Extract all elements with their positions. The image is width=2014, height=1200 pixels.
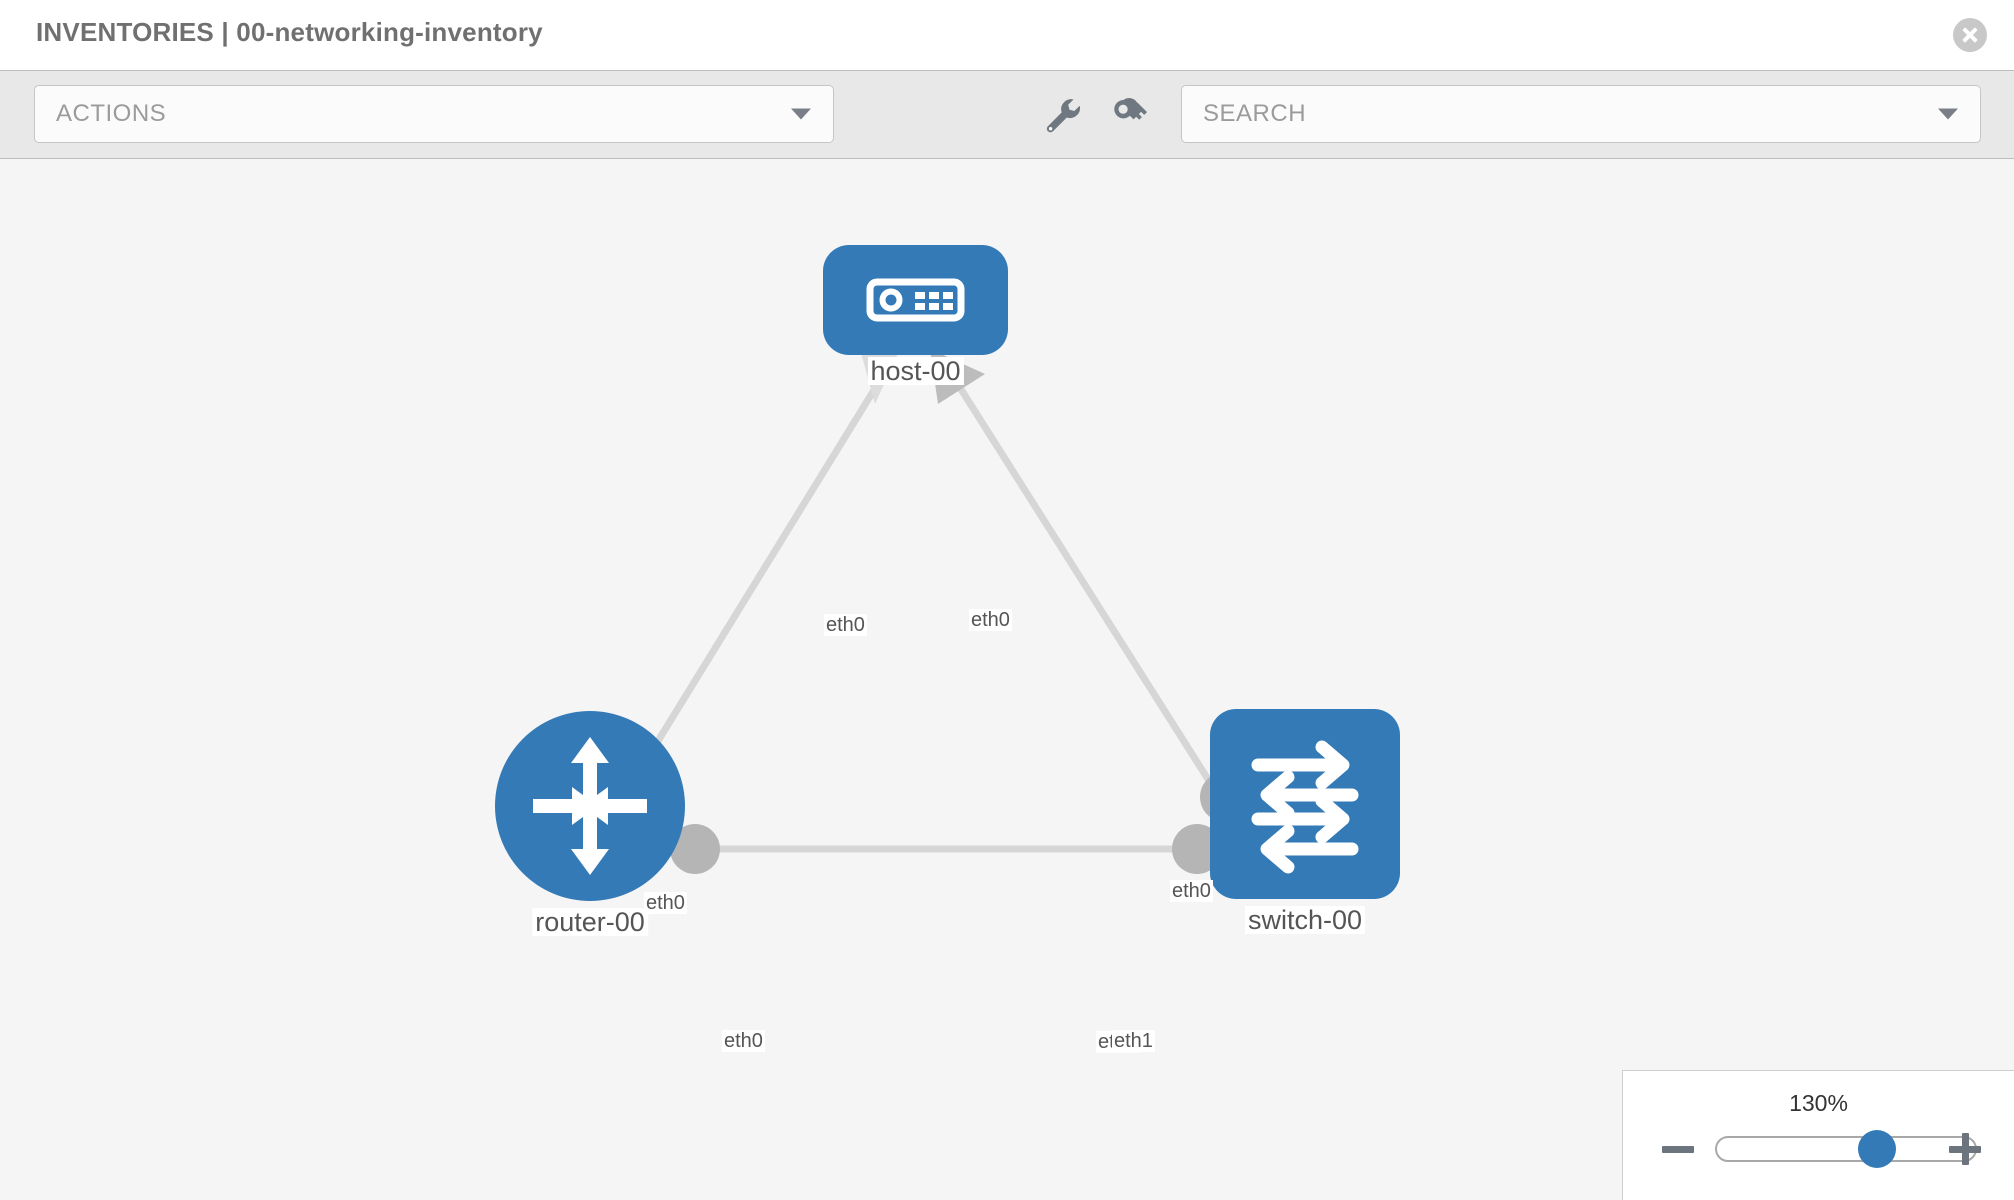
search-input-placeholder: SEARCH: [1203, 100, 1307, 127]
iface-label-host-left: eth0: [824, 614, 867, 636]
iface-label-switch-up: eth0: [1170, 880, 1213, 902]
topology-canvas[interactable]: host-00: [0, 159, 2014, 1200]
iface-label-host-right: eth0: [969, 609, 1012, 631]
node-switch-00[interactable]: switch-00: [1210, 709, 1400, 934]
node-switch-00-shape: [1210, 709, 1400, 899]
switch-arrows-icon: [1251, 740, 1359, 874]
zoom-level-value: 130%: [1789, 1090, 1848, 1116]
key-icon[interactable]: [1108, 93, 1152, 137]
router-arrows-icon: [533, 737, 647, 875]
close-icon[interactable]: [1953, 18, 1987, 52]
zoom-slider[interactable]: [1715, 1130, 1977, 1168]
node-router-00-shape: [495, 711, 685, 901]
iface-label-router-right: eth0: [722, 1030, 765, 1052]
actions-dropdown-label: ACTIONS: [56, 100, 167, 127]
chevron-down-icon: [1938, 108, 1958, 120]
actions-dropdown[interactable]: ACTIONS: [34, 85, 834, 143]
edge-host00-switch00: [942, 362, 1233, 816]
chevron-down-icon: [791, 108, 811, 120]
zoom-out-button[interactable]: [1662, 1133, 1694, 1165]
iface-label-switch-left: eth1: [1112, 1030, 1155, 1052]
iface-label-router-up: eth0: [644, 892, 687, 914]
node-router-00-label: router-00: [532, 908, 648, 936]
node-host-00-label: host-00: [867, 357, 964, 385]
server-icon: [866, 278, 965, 322]
toolbar: ACTIONS SEARCH: [0, 70, 2014, 159]
node-switch-00-label: switch-00: [1244, 906, 1366, 934]
page-header: INVENTORIES | 00-networking-inventory: [0, 0, 2014, 70]
page-title: INVENTORIES | 00-networking-inventory: [36, 17, 543, 47]
node-router-00[interactable]: router-00: [495, 711, 685, 936]
zoom-control-panel: 130%: [1622, 1070, 2014, 1200]
node-host-00-shape: [823, 245, 1008, 355]
wrench-icon[interactable]: [1040, 93, 1084, 137]
node-host-00[interactable]: host-00: [823, 245, 1008, 385]
zoom-in-button[interactable]: [1949, 1133, 1981, 1165]
zoom-slider-thumb[interactable]: [1857, 1130, 1896, 1168]
search-dropdown[interactable]: SEARCH: [1181, 85, 1981, 143]
